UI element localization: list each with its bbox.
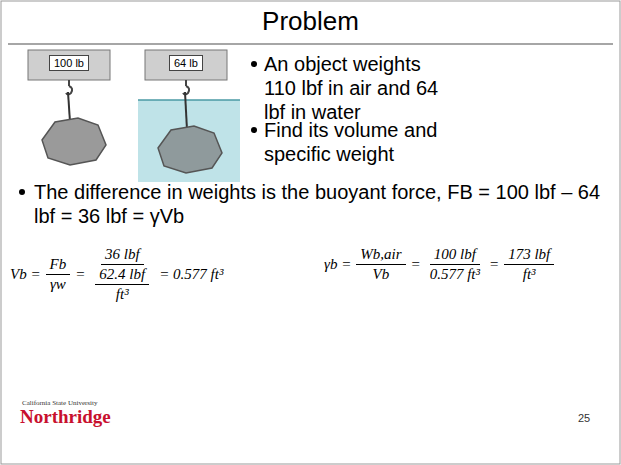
bullet-text: The difference in weights is the buoyant… [34,180,612,228]
fraction: 62.4 lbf ft³ [95,266,149,303]
denominator: ft³ [519,265,540,283]
denominator: Vb [369,265,394,283]
bullet-text: An object weights 110 lbf in air and 64 … [264,52,454,124]
slide-title: Problem [0,6,621,37]
equation-term: ft³ [114,286,131,303]
scale-reading: 64 lb [174,57,198,69]
scale-display: 64 lb [169,55,203,71]
page-number: 25 [578,412,590,424]
hook [185,80,187,86]
equation-term: = [487,256,501,273]
equation-term: 0.577 ft³ [428,266,482,283]
numerator: 62.4 lbf [95,266,149,285]
denominator: ft³ [112,285,133,303]
equation: γb =Wb,airVb=100 lbf0.577 ft³=173 lbfft³ [322,246,557,283]
equation-term: 62.4 lbf [97,266,147,283]
equation-term: = 0.577 ft³ [157,266,225,283]
title-rule [8,43,613,45]
equation-term: = [409,256,423,273]
numerator: 173 lbf [504,246,554,265]
water [138,100,240,182]
equation-term: ft³ [521,266,538,283]
numerator: Fb [46,256,71,275]
equation-term: Vb [371,266,392,283]
equation-term: 173 lbf [506,246,552,263]
scale-reading: 100 lb [54,57,84,69]
denominator: 0.577 ft³ [426,265,484,283]
bullet [251,61,257,67]
numerator: 36 lbf [101,246,144,265]
bullet-text: Find its volume and specific weight [264,118,454,166]
fraction: 173 lbf ft³ [504,246,554,283]
fraction: 36 lbf 62.4 lbf ft³ [90,246,154,303]
bullet [19,189,25,195]
hook [68,80,70,86]
logo-text: Northridge [20,406,111,428]
equation-term: γb = [322,256,353,273]
fraction: Fb γw [46,256,71,293]
denominator: γw [46,275,70,293]
equation-term: 100 lbf [432,246,478,263]
equation-term: Vb = [8,266,43,283]
rock [158,126,222,173]
string [68,92,70,122]
numerator: Wb,air [356,246,405,265]
equation-term: 36 lbf [103,246,142,263]
equation: Vb = Fb γw = 36 lbf 62.4 lbf ft³ = 0.577 ft³ [8,246,225,303]
water-surface [138,99,240,101]
scale-display: 100 lb [49,55,89,71]
denominator: 62.4 lbf ft³ [90,265,154,303]
equation-term: Fb [48,256,69,273]
scale-body [145,50,227,80]
fraction: Wb,airVb [356,246,405,283]
equation-term: = [73,266,87,283]
fraction: 100 lbf 0.577 ft³ [426,246,484,283]
equation-term: Wb,air [358,246,403,263]
logo-text: California State University [22,399,97,407]
scale-body [28,50,110,80]
equation-term: γw [48,276,68,293]
bullet [251,127,257,133]
rock [42,118,106,165]
numerator: 100 lbf [430,246,480,265]
string [185,92,187,130]
